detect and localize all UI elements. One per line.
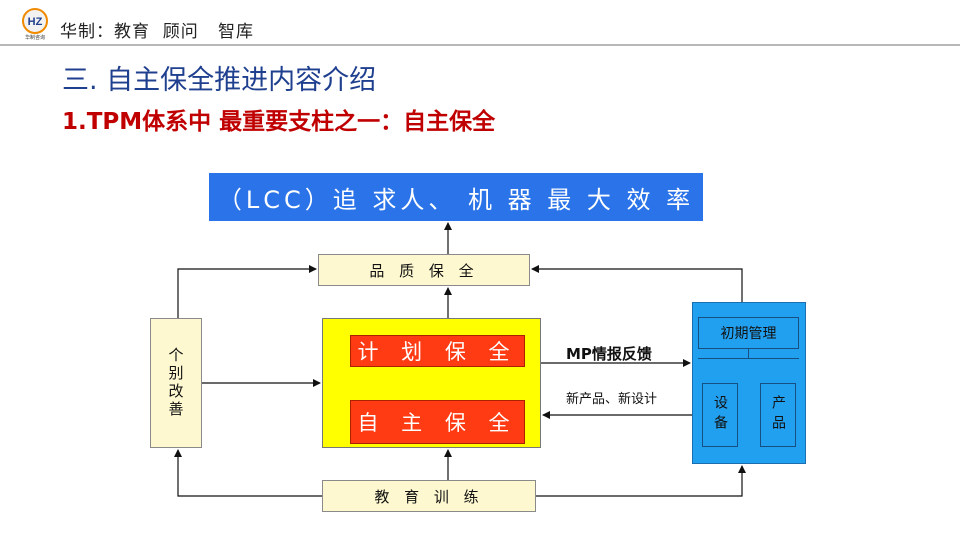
early-management-connector: [748, 349, 749, 358]
individual-improvement-box: 个别改善: [150, 318, 202, 448]
arrow-edu-to-mgmt: [536, 465, 746, 497]
education-training-box: 教 育 训 练: [322, 480, 536, 512]
mp-feedback-label: MP情报反馈: [566, 345, 652, 363]
arrow-mgmt-to-quality: [531, 265, 743, 302]
product-box: 产品: [760, 383, 796, 447]
header-divider: [0, 44, 960, 46]
svg-text:HZ: HZ: [28, 16, 43, 28]
autonomous-maintenance-box: 自 主 保 全: [350, 400, 525, 444]
company-logo: HZ 华制咨询: [22, 8, 48, 40]
planned-maintenance-box: 计 划 保 全: [350, 335, 525, 367]
page-subtitle: 1.TPM体系中 最重要支柱之一：自主保全: [62, 109, 496, 135]
arrow-edu-to-indiv: [174, 449, 322, 497]
early-management-line: [698, 358, 799, 359]
arrow-indiv-to-quality: [177, 265, 317, 318]
goal-box-lcc: （LCC）追 求人、 机 器 最 大 效 率: [209, 173, 703, 221]
page-title: 三. 自主保全推进内容介绍: [62, 65, 377, 96]
svg-text:华制咨询: 华制咨询: [25, 34, 45, 40]
early-management-title: 初期管理: [698, 317, 799, 349]
quality-maintenance-box: 品 质 保 全: [318, 254, 530, 286]
new-design-label: 新产品、新设计: [566, 392, 658, 407]
equipment-box: 设备: [702, 383, 738, 447]
brand-tagline: 华制：教育 顾问 智库: [60, 22, 255, 42]
